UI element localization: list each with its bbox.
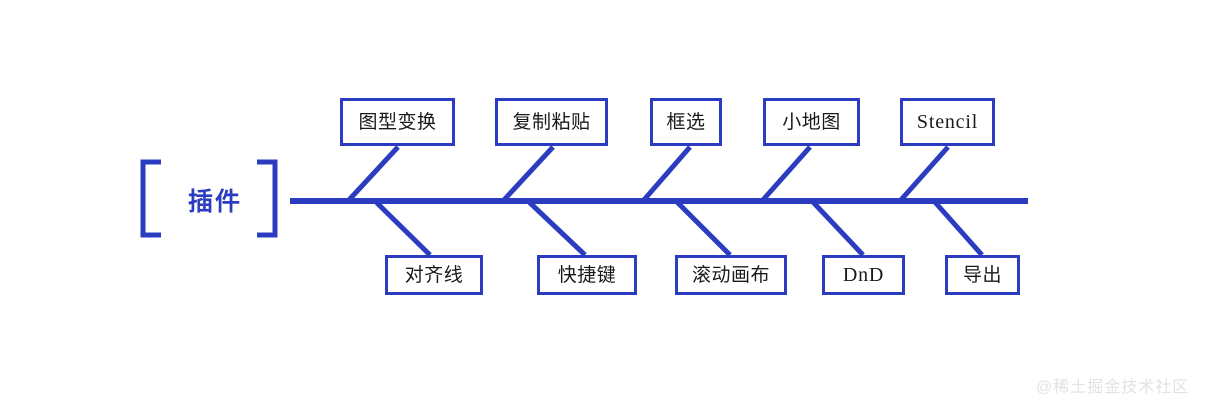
branch-box-label: 快捷键 — [557, 264, 617, 286]
branch-box-label: Stencil — [916, 111, 979, 133]
branch-box-label: 滚动画布 — [691, 264, 770, 286]
branch-line-top-5 — [898, 145, 950, 203]
branch-box-bottom-3[interactable]: 滚动画布 — [675, 255, 787, 295]
branch-box-top-1[interactable]: 图型变换 — [340, 98, 455, 146]
branch-box-top-4[interactable]: 小地图 — [763, 98, 860, 146]
branch-box-label: 小地图 — [782, 111, 841, 133]
root-cause-label: 插件 — [187, 188, 242, 216]
branch-box-bottom-2[interactable]: 快捷键 — [537, 255, 637, 295]
branch-line-bottom-5 — [932, 199, 984, 257]
branch-box-label: 图型变换 — [358, 111, 437, 133]
branch-box-label: 对齐线 — [404, 264, 464, 286]
branch-box-label: 导出 — [962, 264, 1002, 286]
branch-line-bottom-1 — [373, 199, 432, 257]
root-bracket-right — [257, 159, 278, 238]
watermark-text: @稀土掘金技术社区 — [1036, 379, 1190, 396]
branch-box-bottom-1[interactable]: 对齐线 — [385, 255, 483, 295]
branch-box-top-3[interactable]: 框选 — [650, 98, 722, 146]
branch-box-label: 框选 — [666, 111, 706, 133]
branch-line-top-4 — [760, 145, 812, 203]
branch-box-label: 复制粘贴 — [512, 111, 591, 133]
branch-line-top-2 — [501, 145, 555, 203]
branch-line-top-3 — [641, 145, 692, 203]
branch-line-top-1 — [346, 145, 400, 203]
branch-box-bottom-4[interactable]: DnD — [822, 255, 905, 295]
diagram-line-group — [140, 145, 1028, 257]
branch-box-top-5[interactable]: Stencil — [900, 98, 995, 146]
branch-line-bottom-2 — [526, 199, 587, 257]
branch-box-top-2[interactable]: 复制粘贴 — [495, 98, 608, 146]
branch-box-label: DnD — [842, 264, 885, 286]
branch-line-bottom-3 — [674, 199, 732, 257]
branch-line-bottom-4 — [810, 199, 865, 257]
root-bracket-left — [140, 159, 161, 238]
branch-box-bottom-5[interactable]: 导出 — [945, 255, 1020, 295]
